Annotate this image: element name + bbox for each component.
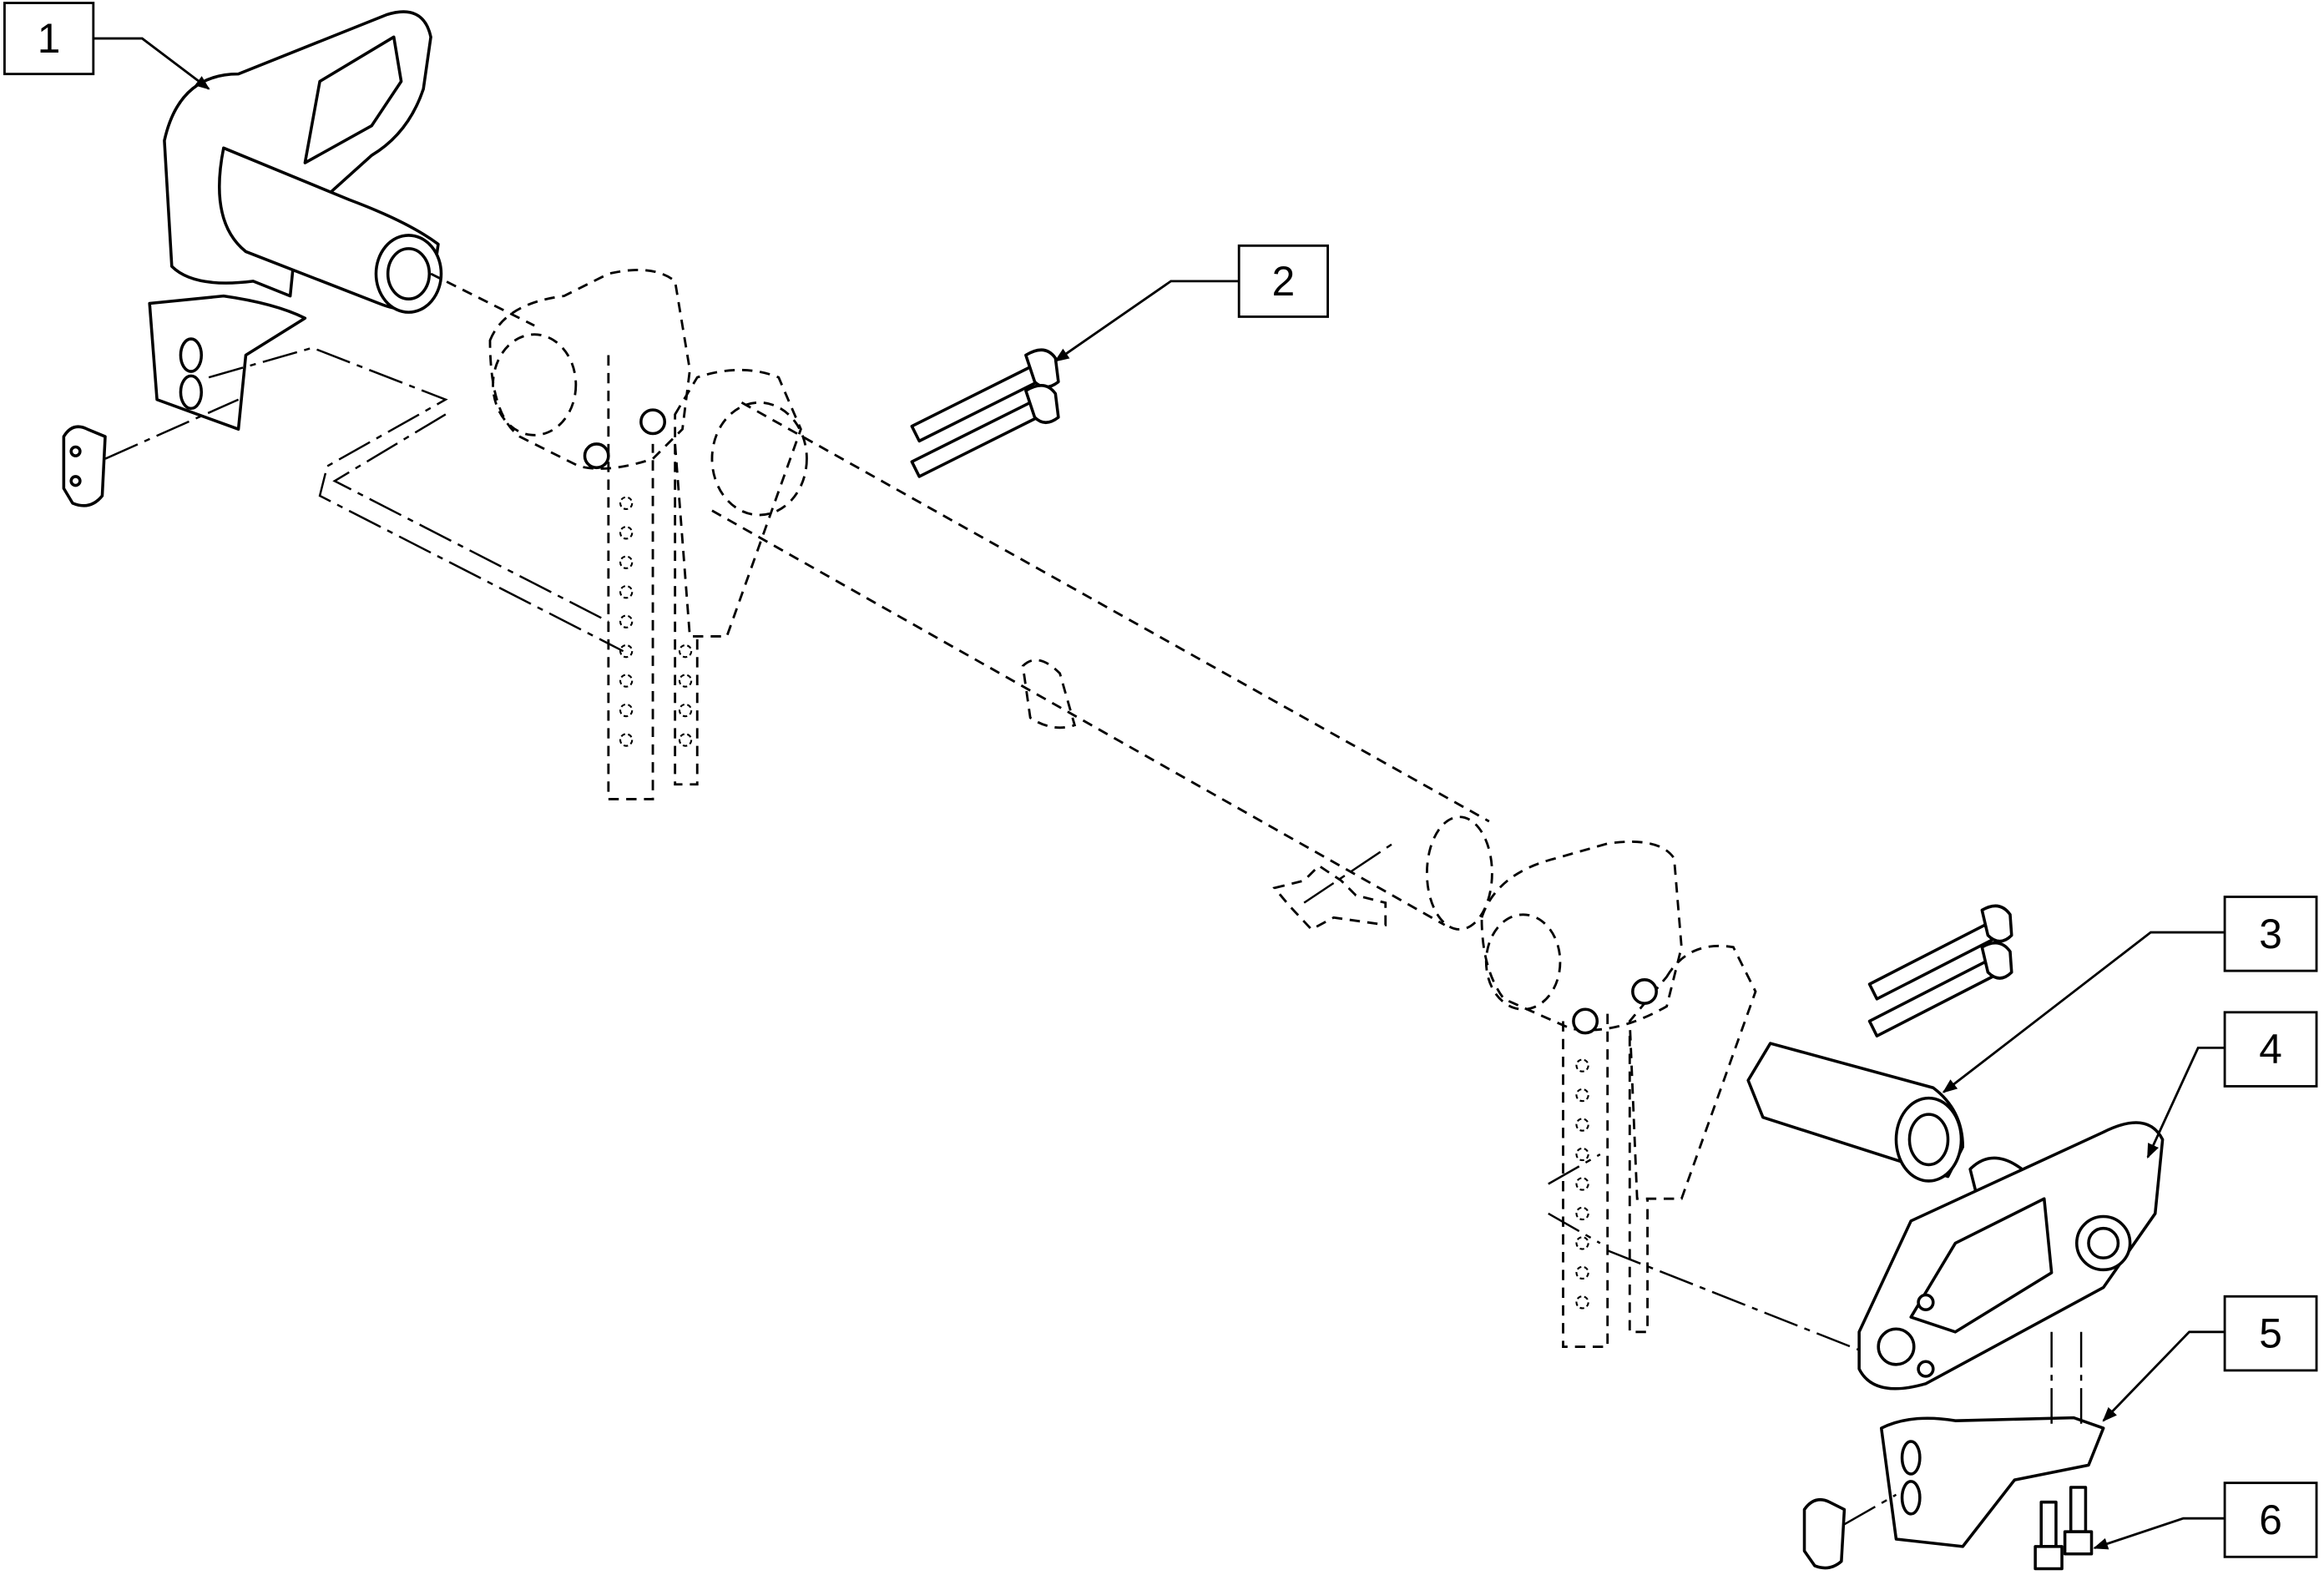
part-2-bolts xyxy=(910,348,1060,478)
right-clamp-phantom xyxy=(1480,840,1927,1378)
callout-5: 5 xyxy=(2102,1295,2318,1422)
part-5-bracket-right xyxy=(1802,1331,2105,1570)
callout-label: 1 xyxy=(38,15,61,62)
crossbar-tube-phantom xyxy=(710,401,1493,931)
callout-6: 6 xyxy=(2093,1482,2318,1558)
callout-4: 4 xyxy=(2146,1011,2318,1159)
callout-label: 6 xyxy=(2259,1497,2282,1543)
right-bolts xyxy=(1867,904,2013,1037)
callout-3: 3 xyxy=(1942,896,2318,1093)
part-1-handle-left xyxy=(62,10,624,653)
part-3-spacer xyxy=(1746,1042,1965,1183)
callout-label: 5 xyxy=(2259,1310,2282,1357)
left-clamp-phantom xyxy=(488,269,802,800)
part-6-screws xyxy=(2034,1486,2094,1571)
callout-label: 4 xyxy=(2259,1026,2282,1073)
callout-label: 3 xyxy=(2259,911,2282,957)
callout-2: 2 xyxy=(1053,244,1330,362)
callout-label: 2 xyxy=(1272,258,1296,305)
callout-1: 1 xyxy=(3,2,210,90)
part-4-handle-right xyxy=(1857,1121,2165,1391)
